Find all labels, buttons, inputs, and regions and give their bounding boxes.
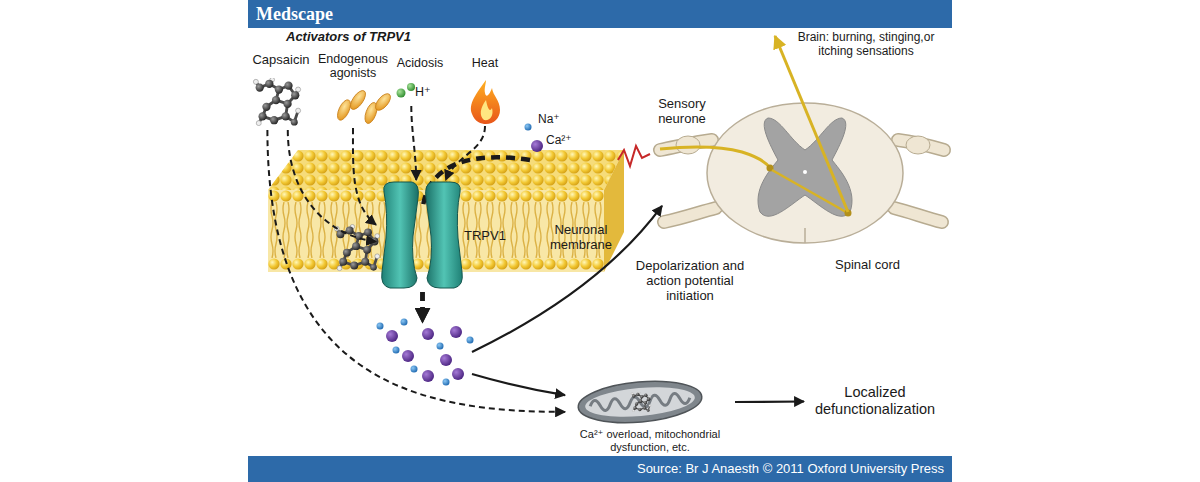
calcium-ion (531, 140, 543, 152)
defunctionalization-arrow (735, 401, 804, 403)
connector-line (420, 292, 425, 322)
ion-label-holder: Ca²⁺ (546, 133, 586, 147)
edge-label-holder: Depolarization and action potential init… (625, 258, 755, 303)
header-bar (248, 0, 952, 28)
publisher-logo-holder: Medscape (256, 4, 366, 24)
ion-label-holder: Na⁺ (538, 112, 572, 126)
action-potential-spike (618, 146, 650, 166)
trpv1-channel: TRPV1 (376, 180, 510, 292)
footer-bar (248, 456, 952, 482)
sodium-ion (525, 124, 532, 131)
source-caption: Source: Br J Anaesth © 2011 Oxford Unive… (560, 461, 944, 477)
connector-line (446, 126, 485, 180)
capsaicin-molecule (253, 77, 300, 125)
activation-arrow (288, 130, 376, 242)
connector-line (735, 400, 804, 403)
group-heading-holder: Activators of TRPV1 (286, 29, 446, 44)
sensory-neurone-pathway (660, 36, 852, 217)
brain-label: Brain: burning, stinging,or itching sens… (783, 30, 949, 58)
activation-arrow (353, 128, 376, 225)
activator-endogenous: Endogenous agonists (315, 52, 391, 128)
neurone-label-holder: Sensory neurone (650, 96, 714, 126)
connector-line (472, 206, 662, 352)
brain-label-holder: Brain: burning, stinging,or itching sens… (783, 30, 949, 58)
connector-line (420, 292, 425, 322)
publisher-logo: Medscape (256, 4, 366, 24)
neurone-label: Sensory neurone (650, 96, 714, 126)
node-text: Capsaicin (247, 52, 315, 67)
activator-heat: Heat (461, 56, 509, 126)
connector-line (267, 130, 565, 412)
ion-label: Na⁺ (538, 112, 572, 126)
ion-label: Ca²⁺ (546, 133, 586, 147)
spinal-cord: Spinal cord (662, 130, 940, 273)
connector-line (472, 374, 565, 395)
heat-flame (471, 80, 500, 124)
connector-line (288, 130, 376, 242)
membrane-label-holder: Neuronal membrane (546, 222, 616, 252)
node-text: TRPV1 (464, 228, 506, 243)
edge-label: Depolarization and action potential init… (625, 258, 755, 303)
node-text: Localized defunctionalization (804, 384, 946, 418)
activation-arrow (446, 126, 485, 180)
activator-capsaicin: Capsaicin (247, 52, 315, 130)
connector-line (353, 128, 376, 225)
group-heading: Activators of TRPV1 (286, 29, 446, 44)
endogenous-agonist-ovals (335, 88, 393, 125)
node-text: Spinal cord (835, 257, 900, 272)
source-caption-holder: Source: Br J Anaesth © 2011 Oxford Unive… (560, 461, 944, 477)
node-text: Ca²⁺ overload, mitochondrial dysfunction… (565, 428, 735, 454)
calcium-overload-arrow (423, 292, 566, 395)
capsaicin-mitochondria-arrow (267, 130, 565, 412)
activation-arrow (411, 106, 416, 180)
node-text: Heat (461, 56, 509, 71)
connector-line (411, 106, 416, 180)
ion-cloud (377, 319, 474, 386)
mitochondrion (576, 377, 703, 428)
membrane-label: Neuronal membrane (546, 222, 616, 252)
node-text: H⁺ (415, 85, 431, 100)
activator-acidosis: AcidosisH⁺ (391, 56, 449, 106)
outcome-text: Localized defunctionalization (804, 384, 946, 419)
node-text: Acidosis (391, 56, 449, 71)
node-text: Endogenous agonists (315, 52, 391, 80)
mitochondrion-node: Ca²⁺ overload, mitochondrial dysfunction… (565, 380, 735, 456)
proton-dots (397, 83, 416, 98)
